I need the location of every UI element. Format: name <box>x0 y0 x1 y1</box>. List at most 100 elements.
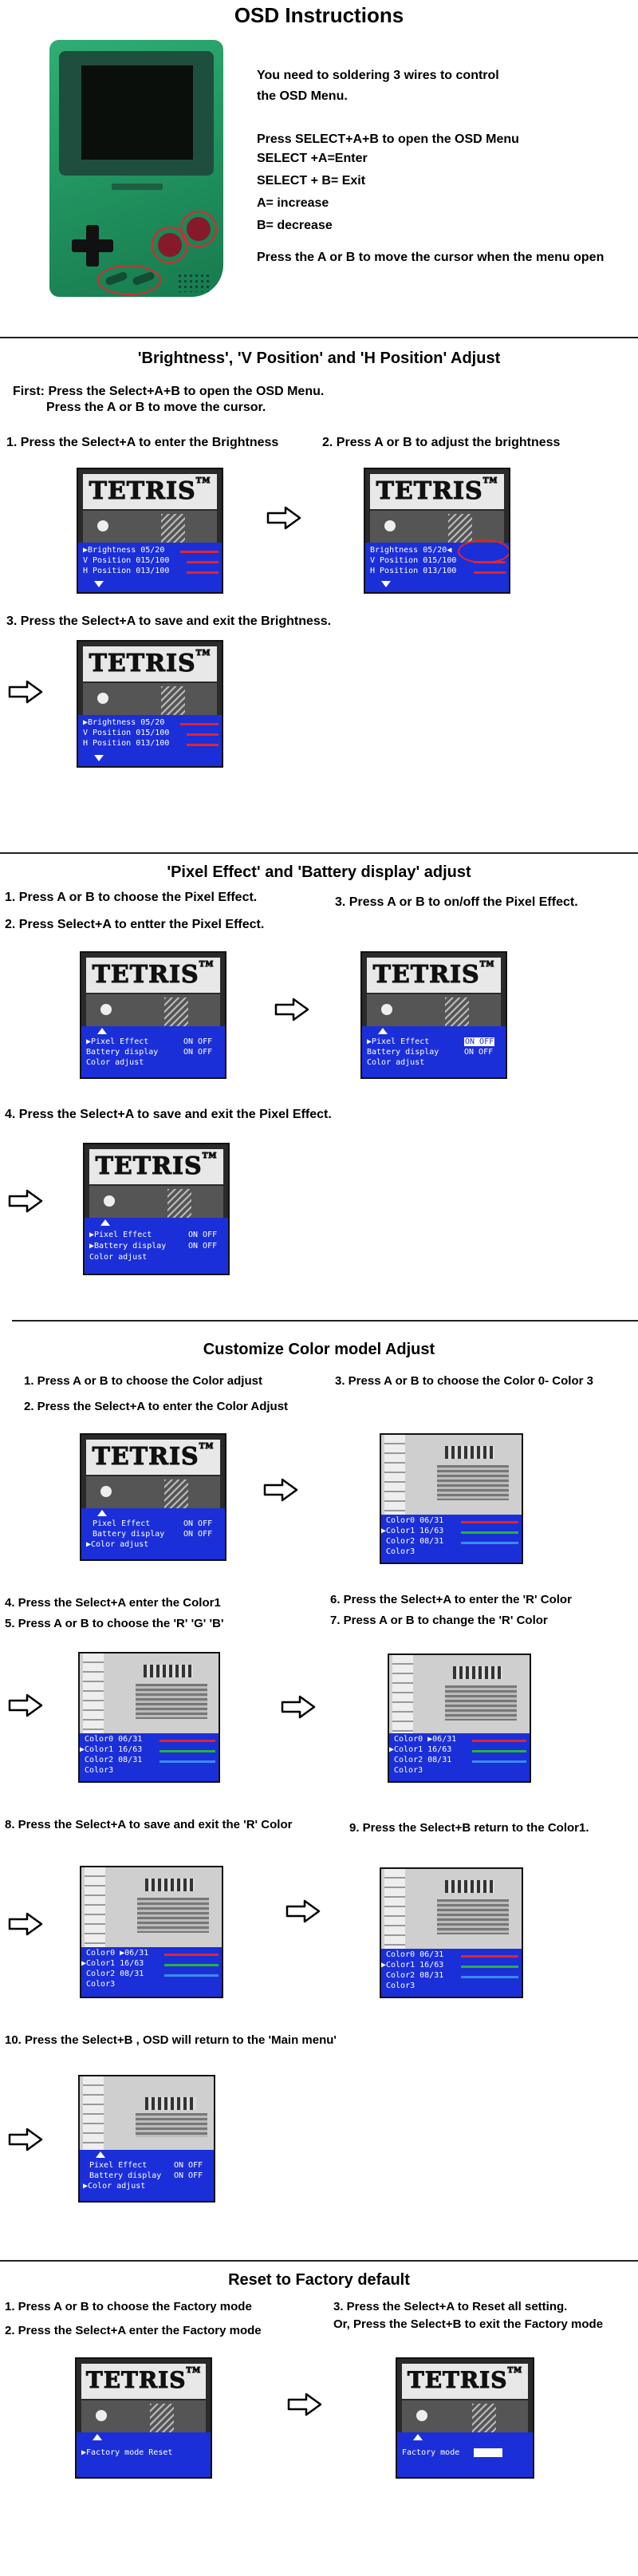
highlight-circle-b <box>152 227 188 263</box>
section2-step-2: 2. Press Select+A to entter the Pixel Ef… <box>5 918 265 931</box>
section1-step-2: 2. Press A or B to adjust the brightness <box>322 436 561 449</box>
osd-screen-main-menu: Pixel Effect Battery display ▶Color adju… <box>78 2075 215 2203</box>
scroll-up-icon <box>100 1219 110 1226</box>
section3-step-1: 1. Press A or B to choose the Color adju… <box>24 1374 262 1388</box>
menu-line: ▶Factory mode Reset <box>81 2448 173 2457</box>
section3-step-10: 10. Press the Select+B , OSD will return… <box>5 2033 337 2047</box>
moon-icon <box>384 520 396 531</box>
highlight-circle-a <box>180 211 217 247</box>
scroll-down-icon <box>381 581 391 587</box>
right-arrow-icon <box>8 1693 43 1717</box>
section2-title: 'Pixel Effect' and 'Battery display' adj… <box>167 863 471 881</box>
menu-line: Battery display <box>86 1048 159 1057</box>
osd-screen-factory-reset: TETRISTM Factory mode <box>396 2357 534 2479</box>
section3-step-2: 2. Press the Select+A to enter the Color… <box>24 1400 289 1413</box>
menu-line: H Position 013/100 <box>83 739 170 748</box>
menu-line: Color0 06/31 <box>386 1516 444 1525</box>
right-arrow-icon <box>287 2392 322 2416</box>
tetris-logo: TETRISTM <box>92 961 215 990</box>
menu-line: Color2 08/31 <box>86 1970 144 1978</box>
on-off-value: ON OFF <box>183 1530 213 1539</box>
section1-title: 'Brightness', 'V Position' and 'H Positi… <box>137 350 501 367</box>
section1-first-line-2: Press the A or B to move the cursor. <box>46 401 266 414</box>
on-off-value: ON OFF <box>188 1242 218 1250</box>
section4-step-3b: Or, Press the Select+B to exit the Facto… <box>333 2317 604 2331</box>
section-divider-1 <box>0 337 638 338</box>
section3-step-3: 3. Press A or B to choose the Color 0- C… <box>335 1374 593 1388</box>
section3-title: Customize Color model Adjust <box>203 1341 435 1358</box>
menu-line: Battery display <box>93 1530 165 1539</box>
tetris-logo: TETRISTM <box>89 477 211 506</box>
section2-step-3: 3. Press A or B to on/off the Pixel Effe… <box>335 895 578 909</box>
menu-line: Color3 <box>386 1547 415 1556</box>
highlight-circle-select <box>97 265 161 295</box>
menu-line: Color2 08/31 <box>386 1971 444 1980</box>
moon-icon <box>96 2410 107 2421</box>
menu-line: Color2 08/31 <box>85 1756 143 1764</box>
osd-screen-brightness-saved: TETRISTM ▶Brightness 05/20 V Position 01… <box>77 640 223 768</box>
menu-line: H Position 013/100 <box>370 567 457 575</box>
scroll-up-icon <box>96 2151 105 2158</box>
right-arrow-icon <box>286 1899 321 1923</box>
moon-icon <box>416 2410 427 2421</box>
on-off-value: ON OFF <box>183 1037 213 1046</box>
menu-line: ▶Brightness 05/20 <box>83 718 165 727</box>
right-arrow-icon <box>8 2128 43 2151</box>
section1-step-3: 3. Press the Select+A to save and exit t… <box>6 614 332 628</box>
menu-line: ▶Color1 16/63 <box>81 1959 144 1968</box>
section-divider-4 <box>0 2260 638 2262</box>
menu-line: Color adjust <box>367 1058 425 1067</box>
on-off-value: ON OFF <box>464 1037 495 1046</box>
brand-plate <box>112 184 163 190</box>
menu-line: Color0 06/31 <box>386 1950 444 1959</box>
menu-line: ▶Brightness 05/20 <box>83 546 165 555</box>
intro-line-4: SELECT +A=Enter <box>257 152 368 165</box>
osd-screen-return-color1: Color0 06/31 ▶Color1 16/63 Color2 08/31 … <box>380 1867 523 1998</box>
scroll-up-icon <box>413 2434 423 2440</box>
menu-line: Color0 06/31 <box>85 1735 143 1744</box>
console-screen <box>81 65 193 160</box>
on-off-value: ON OFF <box>183 1519 213 1528</box>
section4-step-3: 3. Press the Select+A to Reset all setti… <box>333 2300 568 2313</box>
section4-step-2: 2. Press the Select+A enter the Factory … <box>5 2324 262 2337</box>
osd-screen-color-r-edit: Color0 ▶06/31 ▶Color1 16/63 Color2 08/31… <box>388 1653 531 1783</box>
menu-line: ▶Battery display <box>89 1242 167 1250</box>
right-arrow-icon <box>263 1478 298 1502</box>
dpad-vertical <box>86 225 99 267</box>
osd-screen-brightness-adjust: TETRISTM Brightness 05/20◀ V Position 01… <box>364 468 510 594</box>
moon-icon <box>97 520 108 531</box>
menu-line: Battery display <box>367 1048 439 1057</box>
section-divider-2 <box>0 852 638 854</box>
section1-first-line-1: First: Press the Select+A+B to open the … <box>13 385 325 398</box>
osd-screen-pixel-effect-select: TETRISTM ▶Pixel Effect Battery display C… <box>80 951 226 1079</box>
menu-line: ▶Color1 16/63 <box>389 1745 452 1754</box>
moon-icon <box>100 1486 112 1497</box>
section3-step-9: 9. Press the Select+B return to the Colo… <box>349 1821 589 1835</box>
on-off-value: ON OFF <box>464 1048 494 1057</box>
tetris-logo: TETRISTM <box>95 1152 218 1181</box>
reset-highlight <box>474 2448 502 2457</box>
menu-line: ▶Color adjust <box>83 2182 146 2191</box>
menu-line: ▶Color1 16/63 <box>381 1527 444 1535</box>
menu-line: ▶Color adjust <box>86 1540 149 1549</box>
scroll-down-icon <box>94 581 104 587</box>
tetris-logo: TETRISTM <box>85 2367 202 2394</box>
menu-line: Color3 <box>85 1766 114 1775</box>
menu-line: V Position 015/100 <box>83 729 170 737</box>
menu-line: Color3 <box>394 1766 423 1775</box>
scroll-up-icon <box>93 2434 102 2440</box>
menu-line: ▶Color1 16/63 <box>381 1961 444 1970</box>
menu-line: Color2 08/31 <box>394 1756 452 1764</box>
osd-screen-color-adjust-select: TETRISTM Pixel Effect Battery display ▶C… <box>80 1433 226 1561</box>
menu-line: ▶Pixel Effect <box>86 1037 149 1046</box>
on-off-value: ON OFF <box>174 2161 203 2170</box>
moon-icon <box>104 1195 115 1207</box>
menu-line: Pixel Effect <box>93 1519 151 1528</box>
menu-line: Brightness 05/20◀ <box>370 546 452 555</box>
tetris-logo: TETRISTM <box>376 477 498 506</box>
section4-step-1: 1. Press A or B to choose the Factory mo… <box>5 2300 252 2313</box>
intro-line-5: SELECT + B= Exit <box>257 174 366 188</box>
on-off-value: ON OFF <box>188 1231 218 1239</box>
menu-line: Color3 <box>86 1980 116 1989</box>
osd-screen-pixel-effect-toggle: TETRISTM ▶Pixel Effect Battery display C… <box>360 951 507 1079</box>
